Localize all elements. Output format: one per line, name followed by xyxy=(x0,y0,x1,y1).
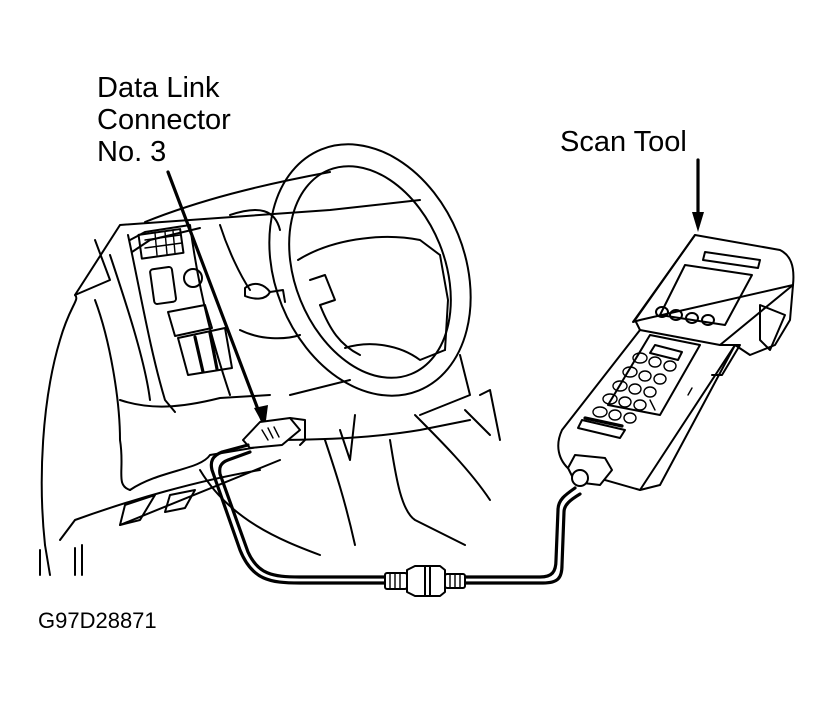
figure-id-label: G97D28871 xyxy=(38,608,157,633)
steering-wheel xyxy=(219,143,472,416)
cable xyxy=(209,443,582,585)
data-link-connector-label: Data Link Connector No. 3 xyxy=(97,72,231,168)
data-link-connector xyxy=(242,417,306,449)
inline-adapter xyxy=(384,565,466,597)
scan-tool xyxy=(557,234,795,491)
dashboard xyxy=(39,171,501,576)
dlc-label-line-1: Data Link xyxy=(97,72,220,104)
dlc-label-line-2: Connector xyxy=(97,104,231,136)
keypad xyxy=(592,352,677,424)
scan-tool-arrow xyxy=(692,158,704,232)
scan-tool-label: Scan Tool xyxy=(560,126,687,158)
dlc-label-line-3: No. 3 xyxy=(97,136,167,168)
